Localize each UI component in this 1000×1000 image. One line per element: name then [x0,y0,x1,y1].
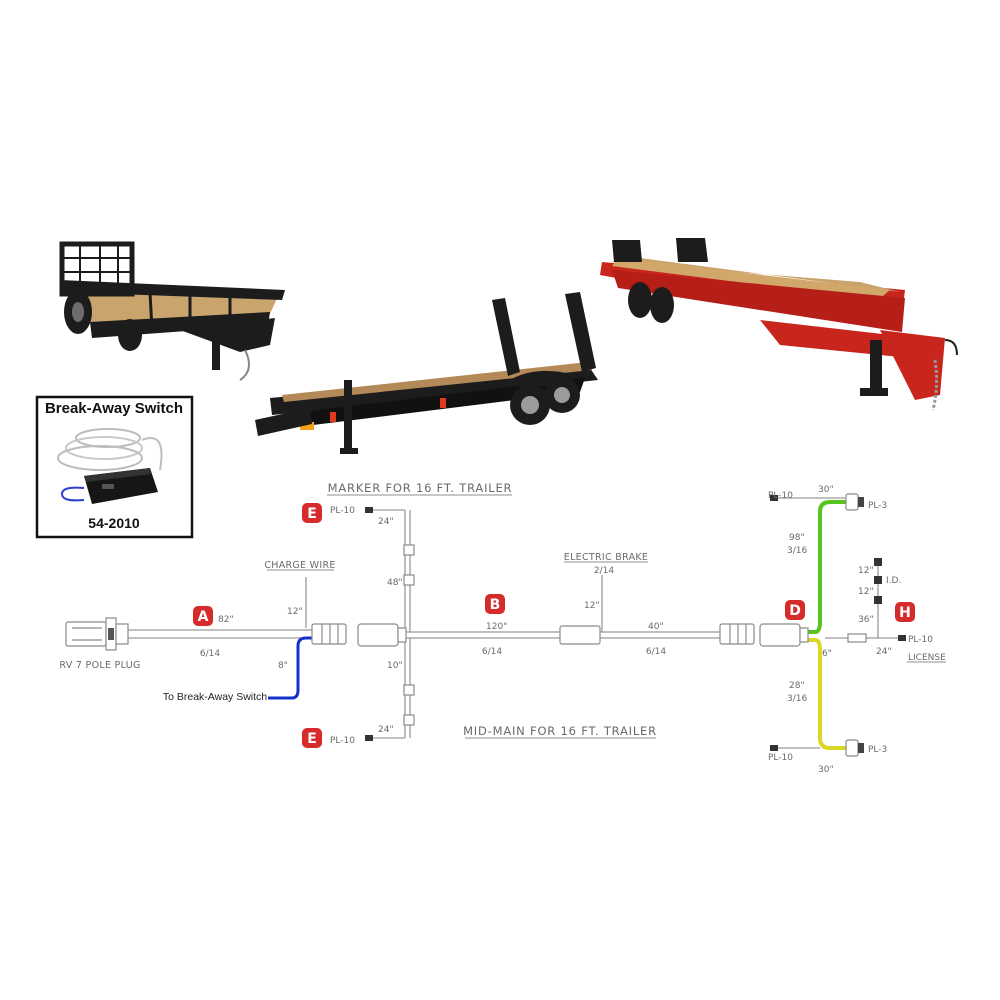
rv-7-pole-plug [65,617,129,651]
utility-trailer-image [59,241,285,381]
e-top-length: 24" [378,517,394,527]
svg-text:H: H [899,605,911,621]
id-light-connector [874,596,882,604]
breakaway-switch-inset: Break-Away Switch 54-2010 [35,395,194,539]
midmain-title: MID-MAIN FOR 16 FT. TRAILER [463,724,657,738]
badge-e-bottom: E [302,728,322,748]
d-28-gauge: 3/16 [787,694,807,704]
marker-splice [403,544,415,556]
electric-brake-label: ELECTRIC BRAKE [564,552,648,563]
d-28-length: 28" [789,681,805,691]
d-6-length: 6" [822,649,832,659]
h-license: LICENSE [908,653,946,663]
svg-text:B: B [490,597,501,613]
breakaway-title: Break-Away Switch [45,400,183,417]
midmain-splice [403,714,415,726]
breakaway-part-number: 54-2010 [88,515,140,531]
svg-text:E: E [307,731,317,747]
b-length: 120" [486,622,507,632]
svg-text:E: E [307,506,317,522]
equipment-trailer-image [255,292,598,454]
license-splice [847,633,867,643]
id-light-connector [874,576,882,584]
h-36-length: 36" [858,615,874,625]
badge-a: A [193,606,213,626]
h-24-length: 24" [876,647,892,657]
d-start-connector [759,623,809,647]
h-12b-length: 12" [858,587,874,597]
d-top-30: 30" [818,485,834,495]
brake-length: 12" [584,601,600,611]
b-end-connector [719,623,755,645]
a-gauge: 6/14 [200,649,220,659]
d-bottom-30: 30" [818,765,834,775]
connectors [65,493,882,757]
e-bottom-length: 24" [378,725,394,735]
pl10-pin-ends [365,495,906,751]
b2-gauge: 6/14 [646,647,666,657]
deckover-trailer-image [600,238,958,411]
b2-length: 40" [648,622,664,632]
marker-splice [403,574,415,586]
to-breakaway-label: To Break-Away Switch [163,691,267,703]
charge-wire-label: CHARGE WIRE [264,560,335,571]
breakaway-wire [268,636,312,700]
a-length: 82" [218,615,234,625]
h-12a-length: 12" [858,566,874,576]
electric-brake-gauge: 2/14 [594,566,614,576]
d-98-length: 98" [789,533,805,543]
svg-text:D: D [789,603,801,619]
brake-splice-module [559,625,601,645]
pl3-connector-top [845,493,864,511]
d-bottom-pl10: PL-10 [768,753,793,763]
d-top-wire [805,500,848,634]
pl3-connector-bottom [845,739,864,757]
d-top-pl3: PL-3 [868,501,887,511]
marker-main-length: 48" [387,578,403,588]
h-id-label: I.D. [886,576,901,586]
breakaway-length: 8" [278,661,288,671]
h-pl10: PL-10 [908,635,933,645]
d-top-pl10: PL-10 [768,491,793,501]
d-bottom-wire [805,638,848,750]
midmain-splice [403,684,415,696]
charge-length: 12" [287,607,303,617]
rv-plug-label: RV 7 POLE PLUG [59,660,140,671]
b-gauge: 6/14 [482,647,502,657]
badge-e-top: E [302,503,322,523]
marker-title: MARKER FOR 16 FT. TRAILER [328,481,513,495]
svg-text:A: A [198,609,209,625]
d-bottom-pl3: PL-3 [868,745,887,755]
a-end-connector [311,623,347,645]
e-top-pl10: PL-10 [330,506,355,516]
wiring-lines [128,497,900,749]
badge-h: H [895,602,915,622]
d-98-gauge: 3/16 [787,546,807,556]
id-light-connector [874,558,882,566]
mid-length: 10" [387,661,403,671]
badge-b: B [485,594,505,614]
e-bottom-pl10: PL-10 [330,736,355,746]
b-start-connector [357,623,407,647]
badge-d: D [785,600,805,620]
